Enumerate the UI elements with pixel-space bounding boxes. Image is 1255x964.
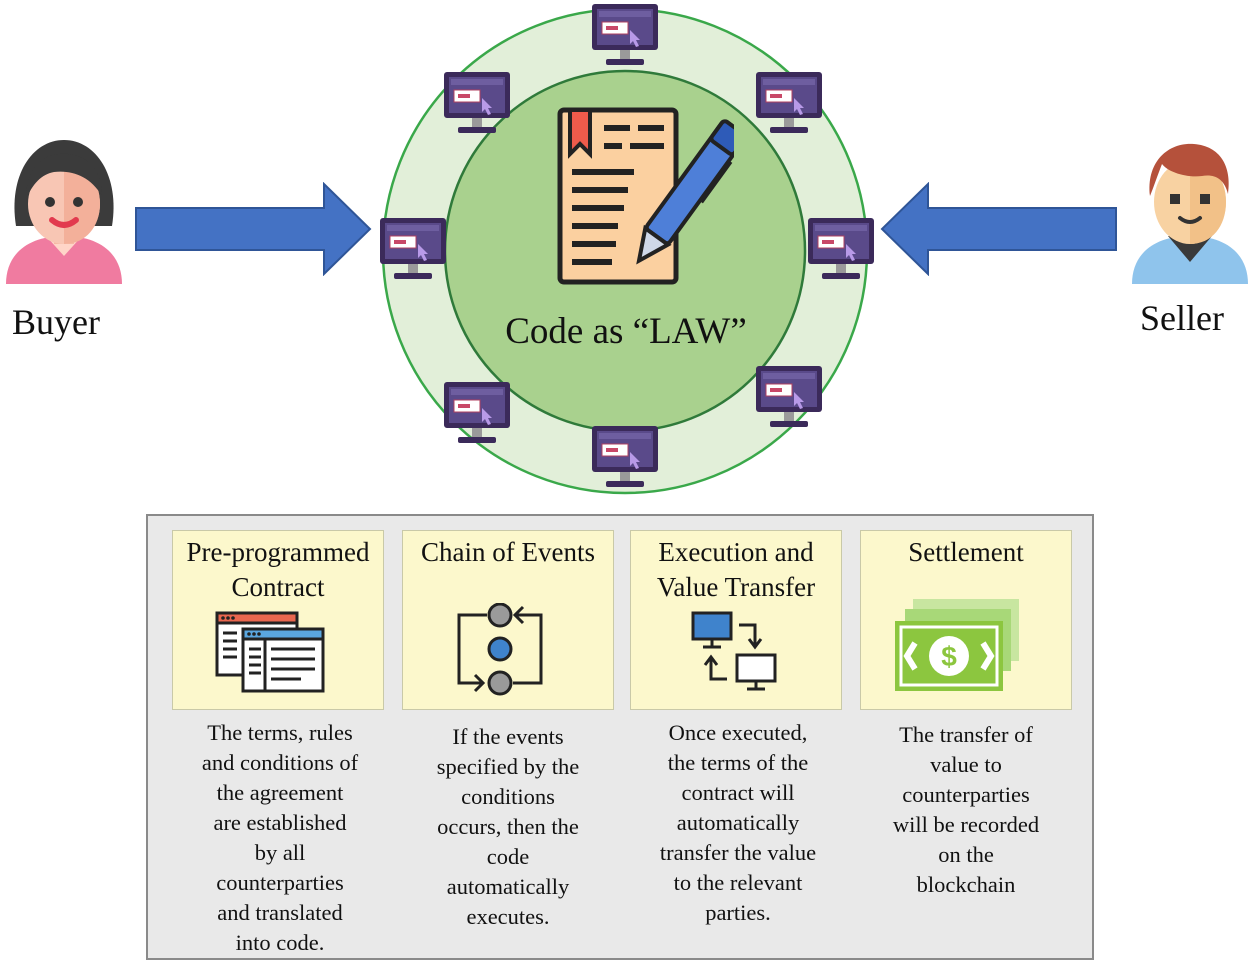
center-label: Code as “LAW”: [505, 311, 747, 352]
computer-monitor-icon: [590, 2, 660, 68]
computer-monitor-icon: [754, 364, 824, 430]
browser-windows-icon: [215, 611, 325, 693]
step-description: Once executed, the terms of the contract…: [659, 720, 817, 925]
computer-monitor-icon: [754, 70, 824, 136]
man-avatar-icon: [1132, 143, 1248, 284]
computer-monitor-icon: [590, 424, 660, 490]
woman-avatar-icon: [6, 140, 122, 284]
buyer-arrow: [135, 182, 372, 276]
seller-arrow: [880, 182, 1117, 276]
step-settlement: Settlement $: [860, 530, 1072, 710]
buyer-label: Buyer: [12, 302, 100, 342]
computer-monitor-icon: [378, 216, 448, 282]
step-title: Execution and Value Transfer: [656, 537, 816, 602]
computer-monitor-icon: [806, 216, 876, 282]
step-title: Chain of Events: [421, 537, 595, 567]
computer-monitor-icon: [442, 380, 512, 446]
seller-label: Seller: [1140, 298, 1224, 338]
step-execution-value-transfer: Execution and Value Transfer: [630, 530, 842, 710]
step-title: Pre-programmed Contract: [186, 537, 370, 602]
step-description: If the events specified by the condition…: [436, 724, 580, 929]
step-pre-programmed-contract: Pre-programmed Contract: [172, 530, 384, 710]
step-chain-of-events: Chain of Events: [402, 530, 614, 710]
contract-pen-icon: [557, 107, 734, 285]
money-bills-icon: $: [895, 599, 1019, 691]
svg-text:$: $: [941, 641, 957, 672]
step-description: The transfer of value to counterparties …: [892, 722, 1040, 897]
step-title: Settlement: [908, 537, 1024, 567]
computer-monitor-icon: [442, 70, 512, 136]
computer-transfer-icon: [691, 611, 777, 691]
smart-contract-steps-panel: Pre-programmed Contract The terms, rules…: [146, 514, 1094, 960]
event-chain-icon: [457, 603, 543, 696]
step-description: The terms, rules and conditions of the a…: [201, 720, 359, 955]
